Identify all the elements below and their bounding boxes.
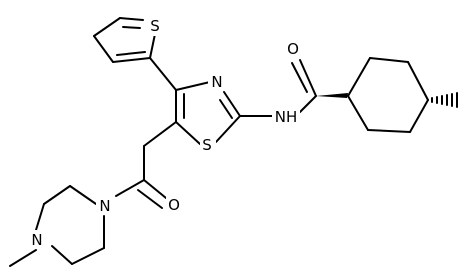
cyclohexane-ring (347, 57, 429, 133)
amide-o-label: O (287, 40, 299, 58)
hashed-methyl-bond (431, 92, 458, 108)
thiazole-ring (175, 81, 241, 145)
bond-thiophene-thiazole (149, 57, 177, 91)
wedge-bond (316, 93, 348, 98)
bond-amide-co-2 (291, 62, 308, 93)
piperazine-ring (35, 185, 105, 265)
ketone-o-label: O (168, 196, 180, 214)
amide-nh-label: NH (275, 108, 298, 126)
thiazole-s-label: S (202, 136, 212, 154)
bond-ketone-co-1 (143, 179, 167, 199)
thiophene-ring (93, 17, 156, 63)
bond-nh-carbonyl (299, 95, 317, 113)
bond-ketone-co-2 (137, 189, 163, 209)
bond-n-methyl (9, 249, 37, 267)
atom-labels: S N S O NH O N N (28, 17, 301, 249)
thiazole-n-label: N (211, 73, 222, 91)
bond-carbonyl-n (115, 179, 145, 197)
thiophene-s-label: S (150, 17, 160, 35)
piperazine-n1-label: N (99, 197, 110, 215)
piperazine-n4-label: N (31, 231, 42, 249)
bond-amide-co-1 (299, 59, 317, 97)
bond-thiazole-ch2 (143, 121, 177, 147)
